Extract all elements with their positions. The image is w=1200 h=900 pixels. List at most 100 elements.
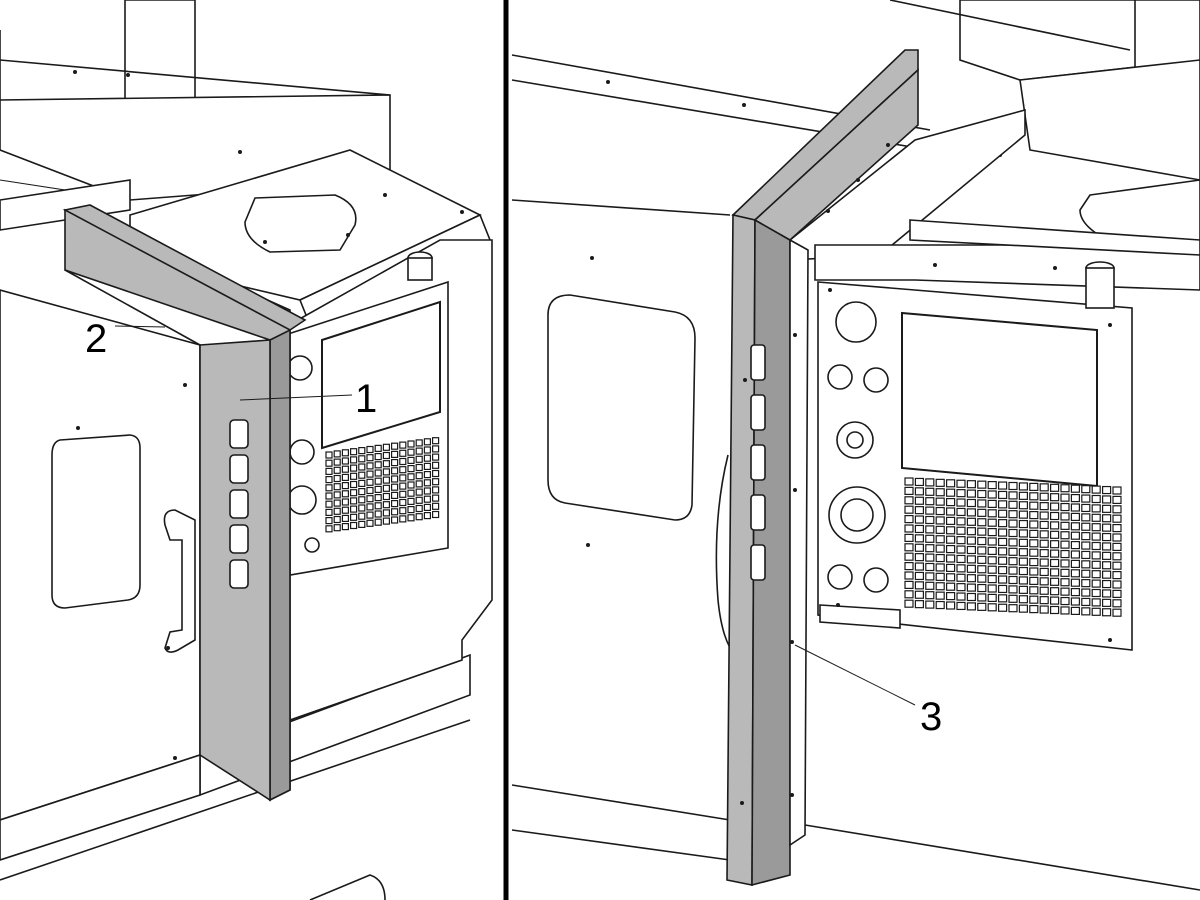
keypad-key xyxy=(325,476,333,484)
keypad-key xyxy=(1029,529,1039,539)
keypad-key xyxy=(1081,513,1091,522)
keypad-key xyxy=(1029,567,1039,576)
keypad-key xyxy=(966,583,977,592)
keypad-key xyxy=(1101,542,1112,551)
keypad-key xyxy=(1018,604,1029,613)
keypad-key xyxy=(1070,569,1081,578)
keypad-key xyxy=(432,469,440,478)
keypad-key xyxy=(1101,532,1112,542)
keypad-key xyxy=(966,574,977,583)
keypad-key xyxy=(407,456,415,464)
keypad-key xyxy=(1070,522,1081,531)
keypad-key xyxy=(956,489,966,498)
keypad-key xyxy=(1112,533,1122,542)
keypad-key xyxy=(366,486,374,495)
keypad-key xyxy=(432,461,440,469)
keypad-key xyxy=(914,562,925,571)
keypad-key xyxy=(1039,539,1049,548)
keypad-key xyxy=(423,462,431,470)
keypad-key xyxy=(1060,606,1070,615)
keypad-key xyxy=(945,563,956,573)
keypad-key xyxy=(997,575,1008,584)
keypad-key xyxy=(415,455,423,463)
keypad-key xyxy=(1029,492,1039,501)
keypad-key xyxy=(945,516,956,526)
keypad-key xyxy=(914,600,925,609)
right-view: 3 xyxy=(511,0,1200,891)
keypad-key xyxy=(1049,511,1060,521)
keypad-key xyxy=(914,515,925,524)
keypad-key xyxy=(391,467,399,475)
keypad-key xyxy=(1039,483,1049,492)
keypad-key xyxy=(977,593,987,602)
keypad-key xyxy=(925,534,935,543)
keypad-key xyxy=(987,546,997,556)
keypad-key xyxy=(1070,540,1081,550)
keypad-key xyxy=(341,449,349,457)
keypad-key xyxy=(1060,568,1070,577)
keypad-key xyxy=(341,490,349,498)
keypad-key xyxy=(914,543,925,552)
keypad-key xyxy=(325,525,333,533)
keypad-key xyxy=(1112,561,1122,570)
keypad-key xyxy=(423,479,431,487)
keypad-key xyxy=(1081,541,1091,550)
keypad-key xyxy=(432,486,440,494)
keypad-key xyxy=(1101,485,1112,495)
keypad-key xyxy=(1049,549,1060,558)
keypad-key xyxy=(1049,530,1060,539)
keypad-key xyxy=(382,468,390,476)
keypad-key xyxy=(391,459,399,467)
keypad-key xyxy=(432,478,440,486)
keypad-key xyxy=(1081,569,1091,578)
keypad-key xyxy=(935,478,945,487)
keypad-key xyxy=(333,466,341,474)
keypad-key xyxy=(1039,596,1049,605)
keypad-key xyxy=(423,438,431,446)
keypad-key xyxy=(977,546,987,555)
keypad-key xyxy=(1070,512,1081,522)
keypad-key xyxy=(997,603,1008,612)
keypad-key xyxy=(358,471,366,479)
keypad-key xyxy=(341,473,349,481)
keypad-key xyxy=(1039,605,1049,614)
keypad-key xyxy=(966,480,977,489)
keypad-key xyxy=(1018,557,1029,566)
right-display-screen xyxy=(901,311,1098,488)
keypad-key xyxy=(987,565,997,574)
keypad-key xyxy=(977,555,987,564)
keypad-key xyxy=(366,470,374,478)
keypad-key xyxy=(987,593,997,603)
keypad-key xyxy=(966,527,977,536)
keypad-key xyxy=(925,478,935,487)
keypad-key xyxy=(423,503,431,511)
keypad-key xyxy=(325,467,333,475)
keypad-key xyxy=(997,519,1008,528)
keypad-key xyxy=(391,491,399,499)
keypad-key xyxy=(341,465,349,473)
keypad-key xyxy=(358,496,366,504)
keypad-key xyxy=(1091,607,1101,616)
keypad-key xyxy=(350,464,358,472)
keypad-key xyxy=(399,466,407,474)
keypad-key xyxy=(1112,486,1122,495)
keypad-key xyxy=(945,479,956,488)
keypad-key xyxy=(956,564,966,573)
keypad-key xyxy=(1091,588,1101,598)
keypad-key xyxy=(977,508,987,517)
keypad-key xyxy=(1060,559,1070,568)
keypad-key xyxy=(350,448,358,456)
keypad-key xyxy=(391,516,399,524)
keypad-key xyxy=(1008,547,1018,556)
keypad-key xyxy=(1049,596,1060,605)
keypad-key xyxy=(1101,504,1112,513)
keypad-key xyxy=(374,461,382,469)
keypad-key xyxy=(374,485,382,493)
keypad-key xyxy=(1060,502,1070,512)
keypad-key xyxy=(987,584,997,593)
keypad-key xyxy=(956,573,966,582)
keypad-key xyxy=(1029,511,1039,520)
keypad-key xyxy=(1091,560,1101,569)
keypad-key xyxy=(432,453,440,461)
keypad-key xyxy=(935,563,945,572)
